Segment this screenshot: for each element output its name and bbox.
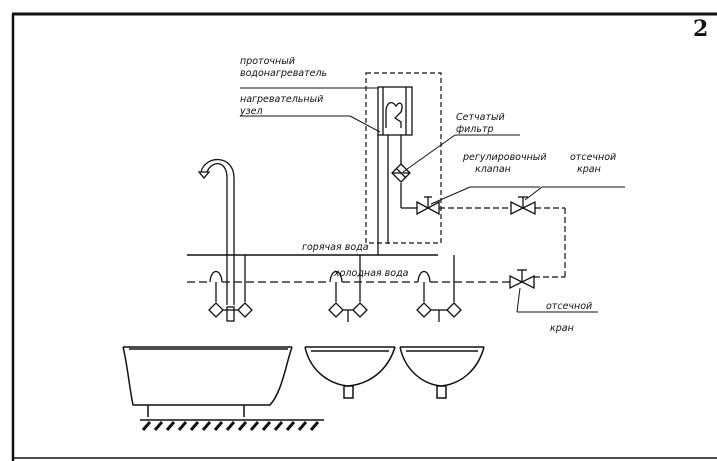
heating-unit: [377, 86, 413, 136]
label-shutoff-top-line1: отсечной: [570, 152, 616, 163]
control-valve: [416, 196, 440, 216]
label-water-heater: проточный водонагреватель: [240, 56, 327, 79]
sink1-mixer: [328, 302, 368, 322]
sink-2: [399, 346, 485, 399]
shutoff-valve-top: [510, 196, 536, 216]
label-hot-water: горячая вода: [302, 242, 369, 253]
label-heating-unit-line2: узел: [239, 106, 263, 117]
bath-mixer: [208, 302, 253, 322]
water-heater-enclosure: [365, 72, 442, 244]
mesh-filter: [391, 163, 411, 183]
heater-pipes: [377, 135, 417, 255]
label-control-valve-line2: клапан: [475, 164, 511, 175]
sink-1: [304, 346, 396, 399]
label-heating-unit: нагревательный узел: [239, 94, 323, 117]
label-shutoff-top: отсечной кран: [570, 152, 616, 175]
label-mesh-filter: Сетчатый фильтр: [456, 112, 505, 135]
label-control-valve: регулировочный клапан: [462, 152, 547, 175]
label-shutoff-bottom: отсечной кран: [546, 301, 592, 334]
label-mesh-filter-line1: Сетчатый: [456, 112, 505, 123]
label-shutoff-bottom-line1: отсечной: [546, 301, 592, 312]
label-water-heater-line1: проточный: [240, 56, 295, 67]
label-shutoff-bottom-line2: кран: [550, 323, 574, 334]
drawing-frame: [11, 12, 717, 461]
label-cold-water: холодная вода: [333, 268, 409, 279]
leader-lines: [240, 87, 625, 313]
shutoff-valve-bottom: [509, 269, 535, 290]
label-shutoff-top-line2: кран: [577, 164, 601, 175]
bathtub: [122, 346, 293, 417]
label-heating-unit-line1: нагревательный: [240, 94, 323, 105]
sink2-mixer: [416, 302, 462, 322]
floor: [140, 419, 324, 431]
label-water-heater-line2: водонагреватель: [240, 68, 327, 79]
cold-main-crossovers: [209, 270, 431, 283]
label-control-valve-line1: регулировочный: [462, 152, 547, 163]
sheet-number: 2: [693, 16, 708, 42]
label-mesh-filter-line2: фильтр: [456, 124, 494, 135]
fixture-drops: [215, 255, 455, 302]
shower-riser: [197, 158, 235, 305]
